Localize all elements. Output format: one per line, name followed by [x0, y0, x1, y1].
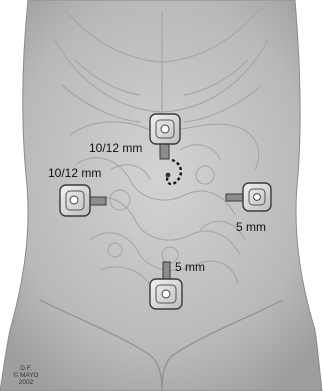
port-label-supraumbilical: 10/12 mm [89, 141, 142, 155]
illustration-credit: D.F. © MAYO 2002 [6, 365, 46, 386]
port-label-right-flank: 5 mm [236, 220, 266, 234]
port-label-left-flank: 10/12 mm [48, 166, 101, 180]
port-label-suprapubic: 5 mm [175, 260, 205, 274]
credit-initials: D.F. [6, 365, 46, 372]
credit-copyright: © MAYO [6, 372, 46, 379]
credit-year: 2002 [6, 379, 46, 386]
